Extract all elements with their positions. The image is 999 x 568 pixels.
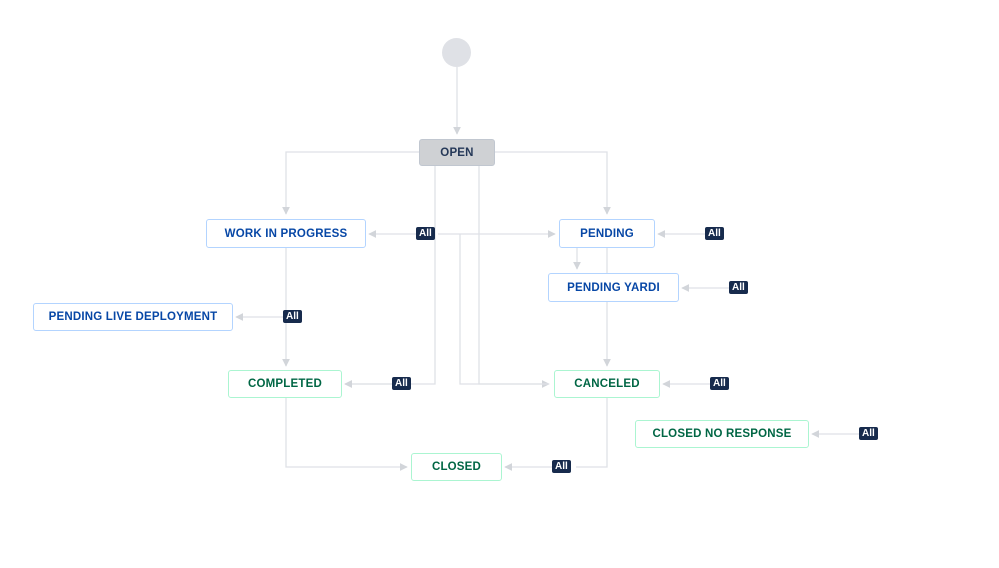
all-badge-closed-no-response[interactable]: All [859, 427, 878, 440]
all-badge-canceled[interactable]: All [710, 377, 729, 390]
status-pending[interactable]: PENDING [559, 219, 655, 248]
status-canceled[interactable]: CANCELED [554, 370, 660, 398]
status-closed-no-response[interactable]: CLOSED NO RESPONSE [635, 420, 809, 448]
all-badge-work-in-progress[interactable]: All [416, 227, 435, 240]
all-badge-completed[interactable]: All [392, 377, 411, 390]
all-badge-pending-live-deployment[interactable]: All [283, 310, 302, 323]
start-node [442, 38, 471, 67]
transition-open-canceled [478, 166, 550, 388]
all-badge-pending-yardi[interactable]: All [729, 281, 748, 294]
transition-branch-canceled [459, 234, 549, 385]
status-completed[interactable]: COMPLETED [228, 370, 342, 398]
transition-canceled-closed [576, 398, 608, 468]
status-work-in-progress[interactable]: WORK IN PROGRESS [206, 219, 366, 248]
status-open[interactable]: OPEN [419, 139, 495, 166]
all-badge-pending[interactable]: All [705, 227, 724, 240]
transition-completed-closed [285, 398, 408, 471]
status-pending-yardi[interactable]: PENDING YARDI [548, 273, 679, 302]
transition-open-pending [495, 151, 611, 215]
transition-open-completed [344, 166, 436, 388]
all-badge-closed[interactable]: All [552, 460, 571, 473]
status-closed[interactable]: CLOSED [411, 453, 502, 481]
status-pending-live-deployment[interactable]: PENDING LIVE DEPLOYMENT [33, 303, 233, 331]
transition-open-wip [282, 151, 419, 215]
